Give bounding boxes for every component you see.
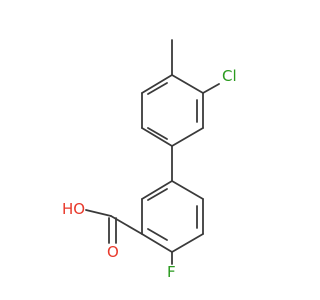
hydroxyl-label: HO bbox=[62, 200, 85, 218]
hydroxyl-bond bbox=[85, 209, 112, 217]
double-bond bbox=[147, 82, 168, 95]
carbonyl-oxygen-label: O bbox=[107, 243, 119, 261]
bond bbox=[171, 180, 204, 200]
double-bond bbox=[147, 228, 168, 241]
fluorine-label: F bbox=[167, 263, 176, 281]
bond bbox=[141, 180, 173, 200]
bond bbox=[171, 233, 204, 253]
bond bbox=[141, 233, 173, 253]
bond bbox=[171, 74, 204, 94]
bond bbox=[141, 127, 173, 147]
double-bond bbox=[147, 188, 168, 201]
upper-ring bbox=[141, 74, 204, 147]
molecule-structure: Cl HO O F bbox=[62, 39, 237, 281]
double-bond bbox=[147, 127, 168, 140]
bond bbox=[141, 74, 173, 94]
chlorine-bond bbox=[202, 83, 220, 94]
lower-ring bbox=[141, 180, 204, 253]
bond bbox=[171, 127, 204, 147]
chlorine-label: Cl bbox=[222, 67, 237, 85]
